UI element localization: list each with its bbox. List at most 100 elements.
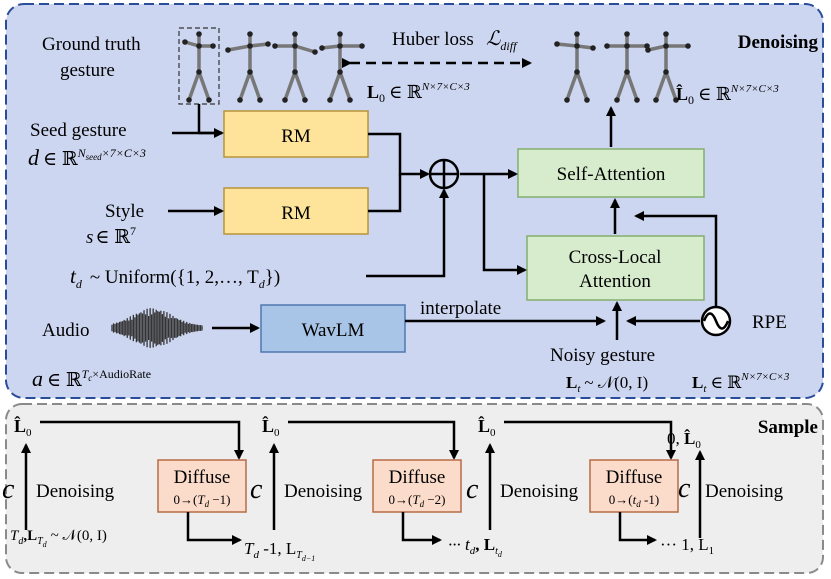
l0-label: L0∈ ℝN×7×C×3: [367, 81, 470, 105]
skeleton-joint: [604, 43, 610, 49]
sample-final-denoising: Denoising: [705, 481, 784, 502]
skeleton-joint: [257, 97, 263, 103]
skeleton-joint: [554, 41, 560, 47]
seed-gesture-label: Seed gesture: [30, 120, 127, 141]
sample-denoising-label: Denoising: [500, 481, 579, 502]
cross-local-label-1: Cross-Local: [569, 247, 662, 268]
sample-c-label: c: [250, 474, 263, 505]
skeleton-figures: [182, 31, 691, 103]
audio-label: Audio: [42, 320, 90, 341]
cross-local-attention-box: [526, 235, 705, 301]
skeleton-joint: [196, 43, 202, 49]
skeleton-joint: [624, 69, 630, 75]
rpe-label: RPE: [752, 312, 787, 333]
skeleton-joint: [564, 97, 570, 103]
skeleton-6: [604, 31, 650, 103]
skeleton-joint: [574, 43, 580, 49]
skeleton-bone: [328, 70, 342, 102]
diffuse-out-arrow: [186, 512, 242, 545]
arrow-rpe-to-self-attn: [634, 211, 718, 306]
skeleton-joint: [347, 97, 353, 103]
rm-box-style: [223, 187, 369, 235]
wavlm-label: WavLM: [302, 320, 365, 341]
skeleton-joint: [634, 97, 640, 103]
sample-final-label: 0, L̂0: [667, 429, 701, 451]
skeleton-5: [554, 31, 596, 103]
skeleton-joint: [312, 49, 318, 55]
l0-hat-label: L̂0∈ ℝN×7×C×3: [676, 83, 779, 107]
loss-symbol: ℒdiff: [486, 28, 518, 53]
skeleton-1: [182, 31, 216, 103]
skeleton-bone: [555, 42, 579, 48]
skeleton-joint: [663, 31, 669, 37]
rm-label-style: RM: [281, 203, 311, 224]
skeleton-joint: [624, 43, 630, 49]
noisy-gesture-label: Noisy gesture: [550, 345, 655, 366]
wavlm-box: [260, 304, 406, 353]
skeleton-joint: [247, 69, 253, 75]
skeleton-joint: [337, 43, 343, 49]
skeleton-joint: [196, 69, 202, 75]
diffuse-out-arrow: [618, 512, 657, 545]
skeleton-bone: [625, 70, 639, 102]
skeleton-joint: [685, 43, 691, 49]
sample-l0hat-label: L̂0: [262, 416, 280, 439]
diffuse-range: 0→(Td −1): [174, 492, 231, 509]
skeleton-4: [319, 31, 365, 103]
skeleton-joint: [292, 43, 298, 49]
huber-loss-label: Huber loss: [392, 29, 474, 50]
skeleton-joint: [247, 31, 253, 37]
sample-denoising-label: Denoising: [284, 481, 363, 502]
skeleton-bone: [654, 70, 668, 102]
sample-l0hat-label: L̂0: [14, 416, 32, 439]
diffuse-box: [157, 459, 247, 513]
lt-formula: Lt∈ ℝN×7×C×3: [692, 371, 790, 395]
self-attention-box: [517, 148, 705, 198]
skeleton-joint: [292, 31, 298, 37]
denoising-title: Denoising: [738, 32, 819, 53]
arrow-sum-to-cross-attn: [482, 174, 527, 275]
skeleton-bone: [565, 70, 579, 102]
skeleton-bone: [283, 70, 297, 102]
seed-gesture-formula: d∈ ℝNseed×7×C×3: [28, 145, 146, 170]
interpolate-label: interpolate: [420, 298, 501, 319]
sample-stages: L̂0 c Denoising Diffuse 0→(Td −1) L̂0 c Denoisi…: [2, 416, 679, 545]
sample-c-label: c: [2, 474, 15, 505]
skeleton-3: [272, 31, 318, 103]
diffuse-label: Diffuse: [174, 467, 231, 488]
sample-step1-label: Td -1, LTd−1: [244, 539, 315, 563]
skeleton-joint: [319, 45, 325, 51]
skeleton-7: [645, 31, 691, 103]
sample-l0hat-label: L̂0: [478, 416, 496, 439]
skeleton-joint: [186, 97, 192, 103]
td-formula: td~ Uniform({1, 2,…, Td}): [70, 264, 280, 291]
diffuse-label: Diffuse: [606, 467, 663, 488]
skeleton-bone: [197, 70, 211, 102]
skeleton-bone: [320, 44, 342, 50]
skeleton-joint: [645, 47, 651, 53]
arrow-rm1-to-sum: [368, 132, 430, 179]
diffuse-label: Diffuse: [389, 467, 446, 488]
skeleton-joint: [196, 31, 202, 37]
skeleton-joint: [653, 97, 659, 103]
style-label: Style: [105, 201, 144, 222]
skeleton-bone: [226, 44, 252, 52]
skeleton-joint: [265, 41, 271, 47]
skeleton-joint: [247, 43, 253, 49]
skeleton-bone: [646, 44, 668, 52]
arrow-rm2-to-sum: [368, 174, 402, 213]
skeleton-joint: [206, 97, 212, 103]
cross-local-label-2: Attention: [579, 271, 651, 292]
ground-truth-label-2: gesture: [60, 60, 115, 81]
skeleton-bone: [293, 70, 307, 102]
sample-to-diffuse-arrow: [504, 420, 676, 460]
skeleton-joint: [237, 97, 243, 103]
skeleton-bone: [248, 42, 270, 48]
skeleton-joint: [302, 97, 308, 103]
skeleton-joint: [282, 97, 288, 103]
skeleton-bone: [248, 70, 262, 102]
